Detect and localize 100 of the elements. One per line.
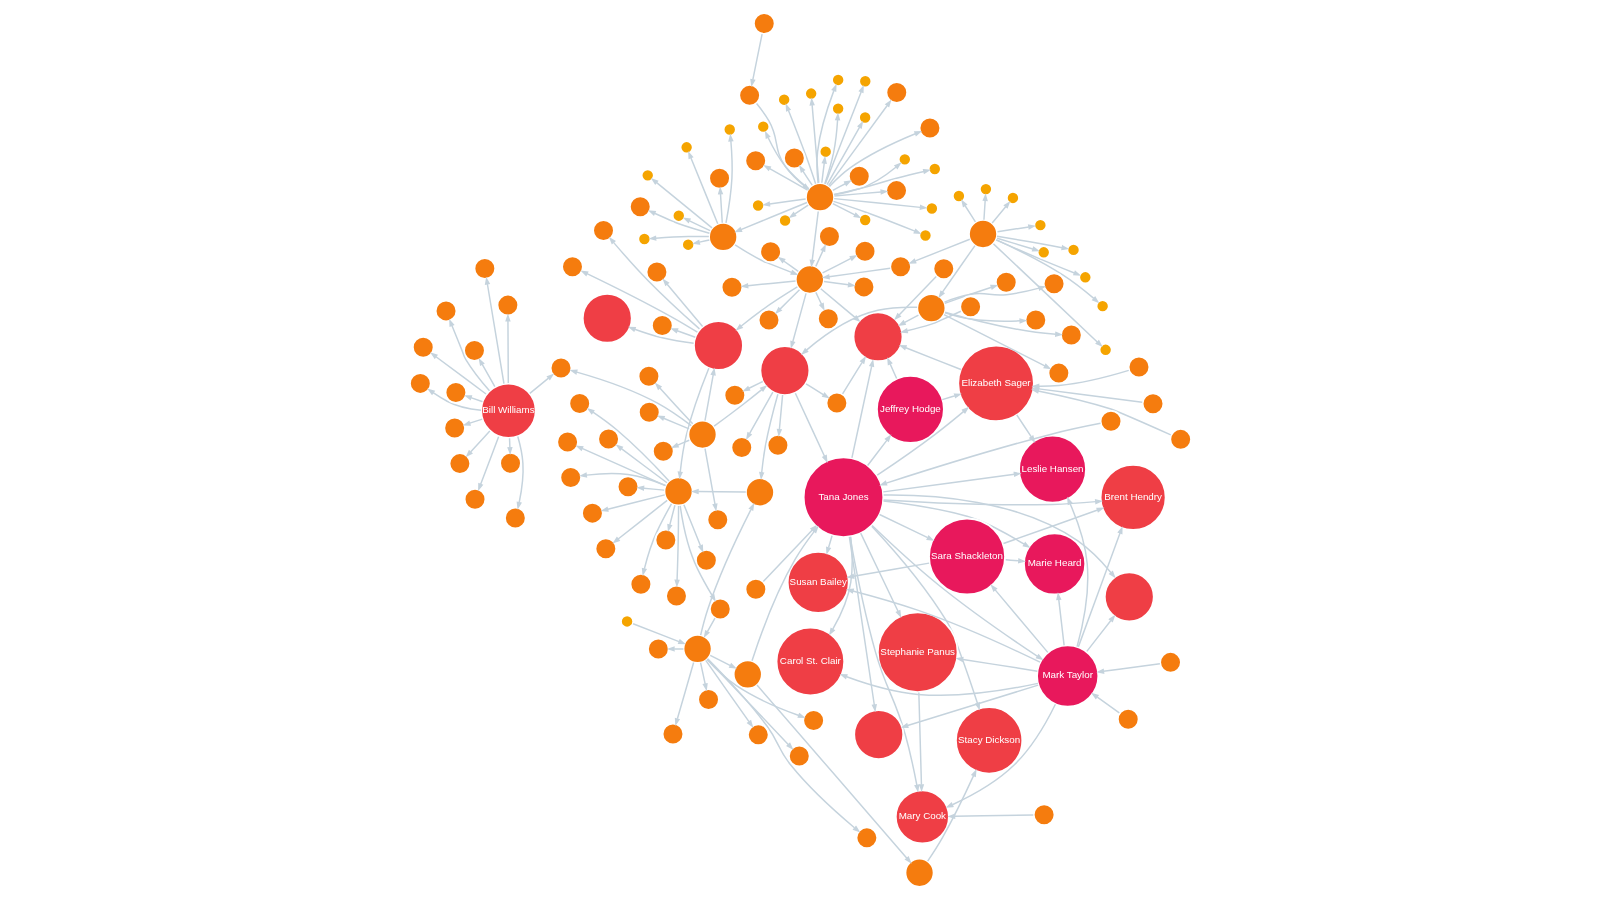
arrow bbox=[955, 656, 1038, 672]
arrow bbox=[1055, 592, 1065, 647]
node-circle bbox=[549, 356, 572, 380]
arrow bbox=[828, 130, 922, 188]
node-circle bbox=[897, 152, 912, 167]
arrow bbox=[528, 373, 554, 395]
node-circle bbox=[580, 501, 604, 525]
node-circle bbox=[1077, 270, 1092, 285]
arrow bbox=[703, 447, 718, 512]
arrow bbox=[946, 813, 1034, 820]
node-circle bbox=[766, 433, 789, 457]
node-circle: Mary Cook bbox=[894, 789, 950, 845]
node-circle bbox=[732, 659, 763, 690]
arrow bbox=[893, 275, 937, 321]
arrow bbox=[635, 485, 665, 491]
node-circle bbox=[857, 74, 872, 89]
arrow bbox=[682, 503, 703, 553]
arrow bbox=[859, 532, 901, 618]
node-circle bbox=[1005, 190, 1020, 205]
arrow bbox=[666, 646, 684, 652]
arrow bbox=[650, 177, 713, 229]
node-circle bbox=[978, 182, 993, 197]
arrow bbox=[845, 588, 1041, 663]
arrow bbox=[677, 367, 710, 480]
node-circle bbox=[707, 166, 731, 190]
node-circle bbox=[782, 146, 806, 170]
arrow bbox=[943, 285, 1046, 303]
arrow bbox=[848, 536, 877, 713]
node-circle bbox=[503, 506, 527, 530]
node-circle bbox=[637, 400, 661, 424]
node-circle bbox=[411, 335, 435, 359]
arrow bbox=[794, 392, 828, 463]
arrow bbox=[825, 120, 863, 186]
node-circle bbox=[1158, 651, 1182, 674]
node-circle bbox=[752, 12, 776, 35]
arrow bbox=[876, 406, 969, 476]
arrow bbox=[996, 224, 1036, 233]
node-circle bbox=[1047, 361, 1070, 385]
node-circle bbox=[640, 168, 655, 183]
node-circle bbox=[1116, 707, 1140, 731]
arrow bbox=[789, 292, 807, 349]
node-circle bbox=[816, 307, 840, 331]
node-circle bbox=[755, 119, 770, 134]
node-circle: Elizabeth Sager bbox=[956, 344, 1035, 423]
arrow bbox=[886, 357, 897, 380]
arrow bbox=[1095, 663, 1161, 674]
arrow bbox=[703, 617, 716, 639]
arrow bbox=[755, 684, 912, 864]
node-circle bbox=[679, 140, 694, 155]
node-circle bbox=[723, 383, 746, 407]
arrow bbox=[814, 291, 825, 311]
arrow bbox=[832, 197, 928, 211]
node-circle bbox=[744, 578, 767, 601]
node-circle bbox=[1032, 803, 1055, 827]
node-circle bbox=[567, 392, 591, 415]
arrow bbox=[764, 130, 809, 190]
node-circle bbox=[671, 208, 686, 223]
node-circle bbox=[687, 419, 717, 450]
node-circle bbox=[696, 688, 720, 711]
node-circle bbox=[650, 314, 674, 337]
arrow bbox=[815, 83, 837, 184]
node-circle bbox=[498, 451, 522, 475]
arrow bbox=[992, 243, 1103, 348]
arrow bbox=[717, 186, 723, 224]
arrow bbox=[832, 162, 902, 196]
node-circle: Bill Williams bbox=[479, 382, 537, 439]
node-circle bbox=[729, 436, 753, 459]
arrow bbox=[673, 505, 680, 588]
arrow bbox=[989, 584, 1049, 654]
node-circle bbox=[758, 240, 782, 264]
node-circle bbox=[682, 633, 713, 664]
arrow bbox=[1077, 526, 1123, 648]
arrow bbox=[943, 284, 998, 305]
node-circle bbox=[1059, 323, 1083, 347]
node-circle bbox=[743, 149, 767, 173]
node-circle bbox=[708, 597, 732, 621]
arrow bbox=[943, 312, 1027, 324]
node-circle bbox=[448, 452, 471, 475]
node-circle bbox=[915, 293, 946, 324]
node-circle bbox=[596, 427, 620, 451]
node-circle bbox=[888, 255, 912, 279]
arrow bbox=[611, 499, 668, 544]
node-circle bbox=[442, 416, 466, 440]
node-circle bbox=[444, 381, 467, 404]
arrow bbox=[614, 444, 668, 484]
arrow bbox=[823, 112, 840, 185]
arrow bbox=[661, 278, 703, 328]
arrow bbox=[820, 155, 827, 184]
node-circle: Stacy Dickson bbox=[954, 706, 1023, 775]
node-circle bbox=[628, 195, 652, 219]
node-circle bbox=[853, 239, 876, 263]
arrow bbox=[995, 235, 1069, 251]
node-circle bbox=[847, 165, 871, 188]
arrow bbox=[516, 435, 524, 510]
node-circle bbox=[917, 228, 932, 243]
arrow bbox=[699, 661, 708, 692]
arrow bbox=[739, 280, 796, 289]
arrow bbox=[608, 236, 700, 330]
arrow bbox=[831, 180, 852, 192]
arrow bbox=[941, 393, 962, 401]
